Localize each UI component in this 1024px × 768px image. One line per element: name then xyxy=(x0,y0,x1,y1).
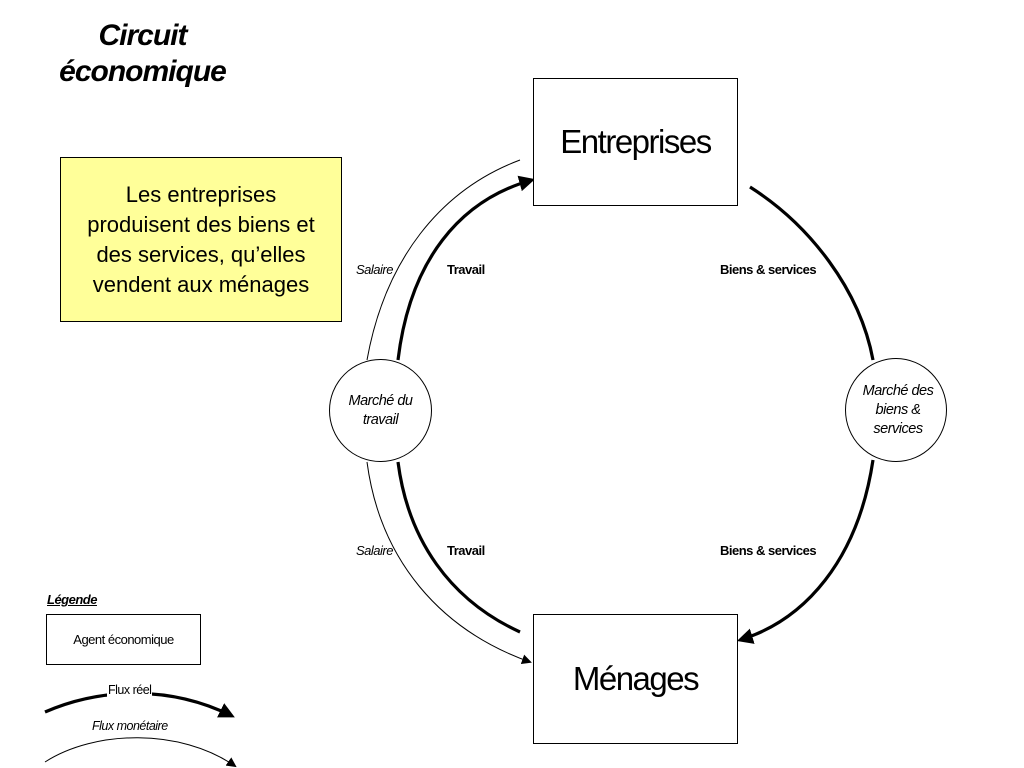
real-flow-biens-lower xyxy=(736,459,875,644)
market-biens-line-1: Marché des xyxy=(862,382,934,399)
label-travail-top: Travail xyxy=(447,262,485,277)
market-travail-line-2: travail xyxy=(362,411,399,428)
legend-title: Légende xyxy=(47,592,97,607)
label-salaire-bottom: Salaire xyxy=(356,543,393,558)
title-line-2: économique xyxy=(59,55,227,88)
info-callout-text: Les entreprises produisent des biens et … xyxy=(87,181,315,297)
market-biens-line-3: services xyxy=(873,420,923,437)
real-flow-travail-upper xyxy=(396,175,536,361)
market-travail-label: Marché du travail xyxy=(348,392,413,430)
title-line-1: Circuit xyxy=(98,19,187,52)
agent-box-entreprises: Entreprises xyxy=(533,78,738,206)
money-flow-salaire-lower xyxy=(366,461,532,665)
info-callout-box: Les entreprises produisent des biens et … xyxy=(60,157,342,322)
market-travail-line-1: Marché du xyxy=(348,392,413,409)
market-travail-circle: Marché du travail xyxy=(329,359,432,462)
label-travail-bottom: Travail xyxy=(447,543,485,558)
legend-flux-monetaire-label: Flux monétaire xyxy=(91,719,169,733)
label-salaire-top: Salaire xyxy=(356,262,393,277)
legend-flux-reel-label: Flux réel xyxy=(107,683,153,697)
market-biens-label: Marché des biens & services xyxy=(861,382,934,439)
real-flow-travail-lower xyxy=(396,461,521,634)
real-flow-biens-upper xyxy=(749,185,875,361)
label-biens-services-bottom: Biens & services xyxy=(720,543,817,558)
legend-agent-label: Agent économique xyxy=(73,632,174,647)
label-biens-services-top: Biens & services xyxy=(720,262,817,277)
legend-flux-monetaire-arrow xyxy=(44,737,237,768)
slide-title: Circuit économique xyxy=(30,18,255,90)
agent-box-menages: Ménages xyxy=(533,614,738,744)
agent-label-entreprises: Entreprises xyxy=(560,123,712,160)
market-biens-circle: Marché des biens & services xyxy=(845,358,947,462)
market-biens-line-2: biens & xyxy=(875,401,921,418)
legend-agent-box: Agent économique xyxy=(46,614,201,665)
agent-label-menages: Ménages xyxy=(572,660,700,697)
money-flow-salaire-upper xyxy=(366,159,521,361)
